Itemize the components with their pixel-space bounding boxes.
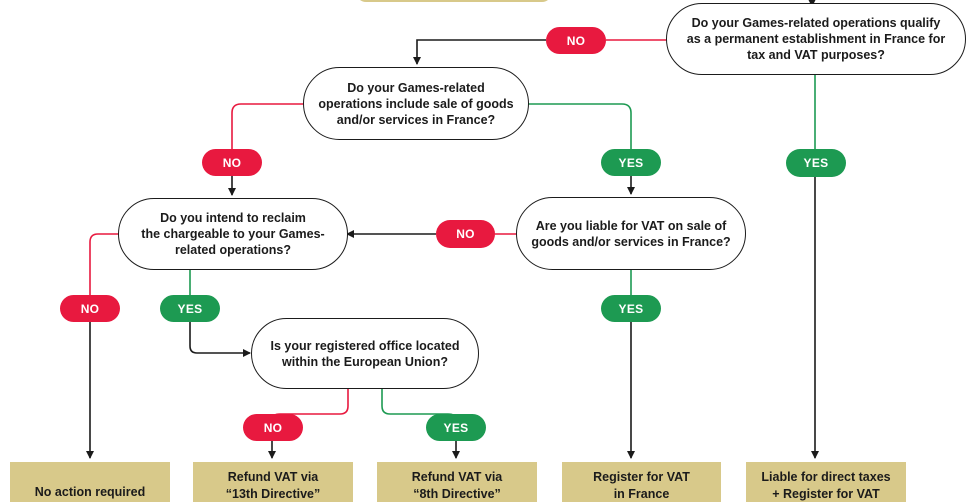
no-badge-q4: NO [436, 220, 495, 248]
question-sale-of-goods: Do your Games-related operations include… [303, 67, 529, 140]
yes-badge-q5: YES [426, 414, 486, 441]
yes-badge-q1: YES [786, 149, 846, 177]
yes-badge-q2: YES [601, 149, 661, 176]
connector-q2-yes [527, 103, 632, 149]
connector-yes-to-q5 [189, 322, 251, 357]
outcome-no-action: No action required [10, 462, 170, 502]
no-badge-q3: NO [60, 295, 120, 322]
question-liable-for-vat: Are you liable for VAT on sale of goods … [516, 197, 746, 270]
question-registered-office-eu: Is your registered office located within… [251, 318, 479, 389]
no-badge-q1: NO [546, 27, 606, 54]
connector-q2-no [231, 103, 305, 149]
outcome-direct-taxes-register-vat: Liable for direct taxes + Register for V… [746, 462, 906, 502]
question-reclaim-vat: Do you intend to reclaim the chargeable … [118, 198, 348, 270]
yes-badge-q4: YES [601, 295, 661, 322]
question-permanent-establishment: Do your Games-related operations qualify… [666, 3, 966, 75]
outcome-register-vat-france: Register for VAT in France [562, 462, 721, 502]
no-badge-q2: NO [202, 149, 262, 176]
start-node [356, 0, 552, 2]
yes-badge-q3: YES [160, 295, 220, 322]
no-badge-q5: NO [243, 414, 303, 441]
outcome-refund-13th-directive: Refund VAT via “13th Directive” [193, 462, 353, 502]
connector-no-to-q2 [413, 39, 546, 65]
outcome-refund-8th-directive: Refund VAT via “8th Directive” [377, 462, 537, 502]
connector-q3-no [89, 233, 120, 295]
